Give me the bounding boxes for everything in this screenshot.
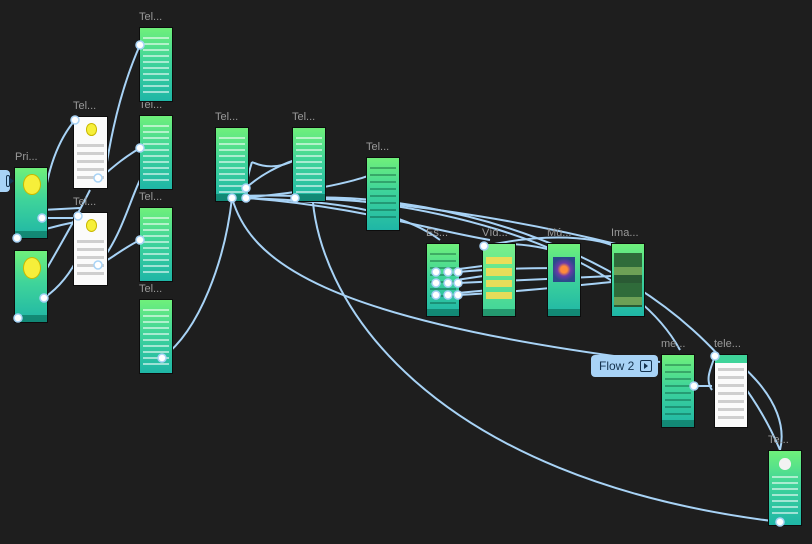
connector — [41, 207, 81, 211]
screen-frame[interactable] — [482, 243, 516, 317]
flow-2-tag[interactable]: Flow 2 — [591, 355, 659, 377]
frame-label[interactable]: Tel... — [139, 11, 163, 23]
screen-frame[interactable] — [366, 157, 400, 231]
screen-frame[interactable] — [292, 127, 326, 202]
frame-label[interactable]: Mú... — [547, 227, 572, 239]
frame-label[interactable]: Pri... — [15, 151, 38, 163]
frame-label[interactable]: Tel... — [292, 111, 316, 123]
frame-label[interactable]: Tel... — [139, 191, 163, 203]
frame-label[interactable]: Tel... — [139, 99, 163, 111]
avatar — [779, 458, 791, 471]
screen-frame[interactable] — [768, 450, 802, 526]
frame-label[interactable]: Tel... — [366, 141, 390, 153]
connector — [251, 159, 296, 168]
connector — [457, 275, 613, 284]
sun-logo — [85, 218, 98, 233]
frame-label[interactable]: Tel... — [73, 196, 97, 208]
screen-frame[interactable] — [73, 212, 108, 286]
frame-label[interactable]: Es... — [426, 227, 449, 239]
play-icon — [640, 360, 653, 372]
screen-frame[interactable] — [661, 354, 695, 428]
frame-label[interactable]: Víd... — [482, 227, 508, 239]
gallery-images — [613, 252, 643, 308]
frame-label[interactable]: Tel... — [73, 100, 97, 112]
album-art — [552, 256, 576, 283]
screen-frame[interactable] — [139, 299, 173, 374]
connector — [457, 281, 613, 296]
screen-frame[interactable] — [714, 354, 748, 428]
sun-logo — [23, 173, 41, 196]
screen-frame[interactable] — [139, 207, 173, 282]
flow-tag-label: Flow 2 — [599, 359, 635, 373]
connector — [741, 365, 783, 451]
frame-label[interactable]: Ima... — [611, 227, 639, 239]
screen-frame[interactable] — [14, 167, 48, 239]
screen-frame[interactable] — [611, 243, 645, 317]
play-icon — [6, 175, 14, 187]
frame-label[interactable]: Te... — [768, 434, 789, 446]
connector — [231, 197, 661, 363]
screen-frame[interactable] — [139, 27, 173, 102]
frame-label[interactable]: tele... — [714, 338, 741, 350]
connector — [161, 197, 233, 359]
frame-label[interactable]: Tel... — [139, 283, 163, 295]
connector — [310, 179, 781, 523]
flow-1-tag[interactable] — [0, 170, 14, 192]
frame-label[interactable]: me... — [661, 338, 686, 350]
screen-frame[interactable] — [547, 243, 581, 317]
screen-frame[interactable] — [14, 250, 48, 323]
screen-frame[interactable] — [139, 115, 173, 190]
connector — [239, 197, 441, 241]
sun-logo — [85, 122, 98, 137]
sun-logo — [23, 256, 41, 279]
frame-label[interactable]: Tel... — [215, 111, 239, 123]
